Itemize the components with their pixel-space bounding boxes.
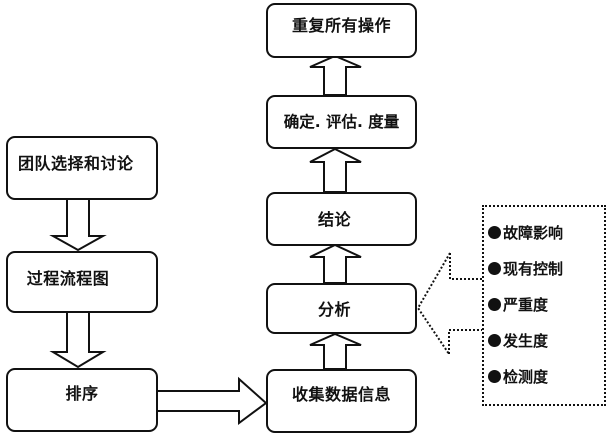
analysis-details-box: 故障影响 现有控制 严重度 发生度 检测度 bbox=[482, 205, 606, 406]
step-process-flowchart: 过程流程图 bbox=[6, 251, 158, 313]
bullet-icon bbox=[488, 298, 501, 311]
step-repeat-all: 重复所有操作 bbox=[266, 3, 417, 58]
arrow-team-to-process bbox=[49, 198, 107, 252]
arrow-analysis-to-conclusion bbox=[309, 243, 362, 284]
step-label: 过程流程图 bbox=[26, 269, 110, 288]
arrow-process-to-sort bbox=[49, 311, 107, 369]
step-label: 排序 bbox=[65, 384, 99, 403]
step-sorting: 排序 bbox=[6, 368, 158, 432]
item-label: 发生度 bbox=[503, 332, 549, 350]
step-conclusion: 结论 bbox=[266, 192, 417, 246]
bullet-icon bbox=[488, 226, 501, 239]
bullet-icon bbox=[488, 262, 501, 275]
bullet-icon bbox=[488, 334, 501, 347]
step-label: 结论 bbox=[317, 209, 351, 229]
list-item: 发生度 bbox=[488, 330, 563, 366]
callout-bracket-upper bbox=[449, 253, 482, 280]
list-item: 严重度 bbox=[488, 294, 563, 330]
callout-bracket-lower bbox=[448, 329, 482, 354]
step-label: 收集数据信息 bbox=[291, 385, 391, 404]
item-label: 严重度 bbox=[503, 296, 549, 314]
analysis-details-list: 故障影响 现有控制 严重度 发生度 检测度 bbox=[488, 222, 563, 402]
arrow-determine-to-repeat bbox=[309, 54, 362, 96]
step-analysis: 分析 bbox=[266, 283, 417, 334]
step-label: 分析 bbox=[317, 299, 351, 319]
list-item: 故障影响 bbox=[488, 222, 563, 258]
step-label: 团队选择和讨论 bbox=[18, 154, 134, 173]
callout-connector bbox=[416, 252, 451, 355]
step-label: 重复所有操作 bbox=[291, 16, 391, 36]
step-team-selection: 团队选择和讨论 bbox=[6, 136, 158, 200]
list-item: 现有控制 bbox=[488, 258, 563, 294]
bullet-icon bbox=[488, 370, 501, 383]
step-collect-data: 收集数据信息 bbox=[266, 369, 417, 433]
list-item: 检测度 bbox=[488, 366, 563, 402]
arrow-collect-to-analysis bbox=[309, 332, 362, 370]
step-label: 确定. 评估. 度量 bbox=[283, 112, 400, 131]
step-determine-evaluate-measure: 确定. 评估. 度量 bbox=[266, 95, 417, 149]
item-label: 故障影响 bbox=[503, 224, 564, 242]
item-label: 检测度 bbox=[503, 368, 549, 386]
item-label: 现有控制 bbox=[503, 260, 564, 278]
arrow-conclusion-to-determine bbox=[309, 147, 362, 193]
arrow-sort-to-collect bbox=[156, 376, 268, 425]
